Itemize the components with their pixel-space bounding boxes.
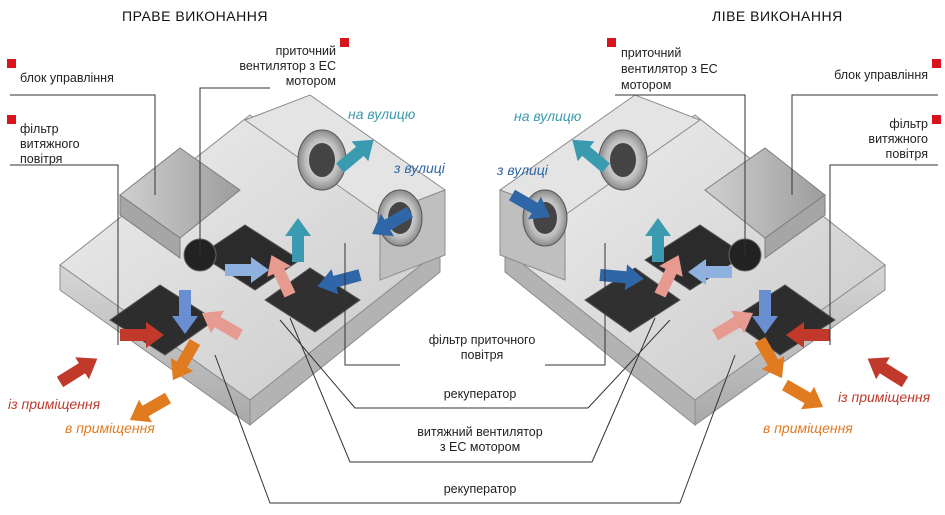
label-exhaust-filter-left-3: повітря bbox=[885, 147, 928, 161]
airflow-from-street-left: з вулиці bbox=[497, 162, 548, 178]
leader-lines bbox=[10, 87, 938, 504]
label-supply-filter-1: фільтр приточного bbox=[428, 333, 536, 347]
label-supply-fan-left-1: приточний bbox=[621, 46, 682, 60]
label-recuperator-1: рекуператор bbox=[443, 387, 517, 401]
label-supply-fan-right-2: вентилятор з ЕС bbox=[239, 59, 336, 73]
label-control-unit-right: блок управління bbox=[20, 71, 114, 85]
marker-square bbox=[340, 38, 349, 47]
marker-square bbox=[932, 115, 941, 124]
label-supply-fan-right-1: приточний bbox=[275, 44, 336, 58]
label-exhaust-filter-left-1: фільтр bbox=[889, 117, 928, 131]
airflow-to-room-left: в приміщення bbox=[763, 420, 853, 436]
airflow-from-room-left: із приміщення bbox=[838, 389, 931, 405]
label-exhaust-fan-2: з ЕС мотором bbox=[439, 440, 521, 454]
label-exhaust-filter-right-1: фільтр bbox=[20, 122, 59, 136]
title-left-version: ЛІВЕ ВИКОНАННЯ bbox=[712, 8, 843, 24]
label-exhaust-filter-right-3: повітря bbox=[20, 152, 63, 166]
label-exhaust-fan-1: витяжний вентилятор bbox=[417, 425, 543, 439]
airflow-to-street-right: на вулицю bbox=[348, 106, 416, 122]
airflow-from-street-right: з вулиці bbox=[394, 160, 445, 176]
marker-square bbox=[607, 38, 616, 47]
airflow-from-room-right: із приміщення bbox=[8, 396, 101, 412]
label-exhaust-filter-left-2: витяжного bbox=[868, 132, 928, 146]
label-exhaust-filter-right-2: витяжного bbox=[20, 137, 80, 151]
airflow-to-street-left: на вулицю bbox=[514, 108, 582, 124]
label-supply-fan-right-3: мотором bbox=[285, 74, 336, 88]
airflow-to-room-right: в приміщення bbox=[65, 420, 155, 436]
label-control-unit-left: блок управління bbox=[834, 68, 928, 82]
marker-square bbox=[7, 59, 16, 68]
marker-square bbox=[7, 115, 16, 124]
label-recuperator-2: рекуператор bbox=[443, 482, 517, 496]
title-right-version: ПРАВЕ ВИКОНАННЯ bbox=[122, 8, 268, 24]
label-supply-fan-left-3: мотором bbox=[621, 78, 672, 92]
marker-square bbox=[932, 59, 941, 68]
label-supply-fan-left-2: вентилятор з ЕС bbox=[621, 62, 718, 76]
label-supply-filter-2: повітря bbox=[460, 348, 504, 362]
